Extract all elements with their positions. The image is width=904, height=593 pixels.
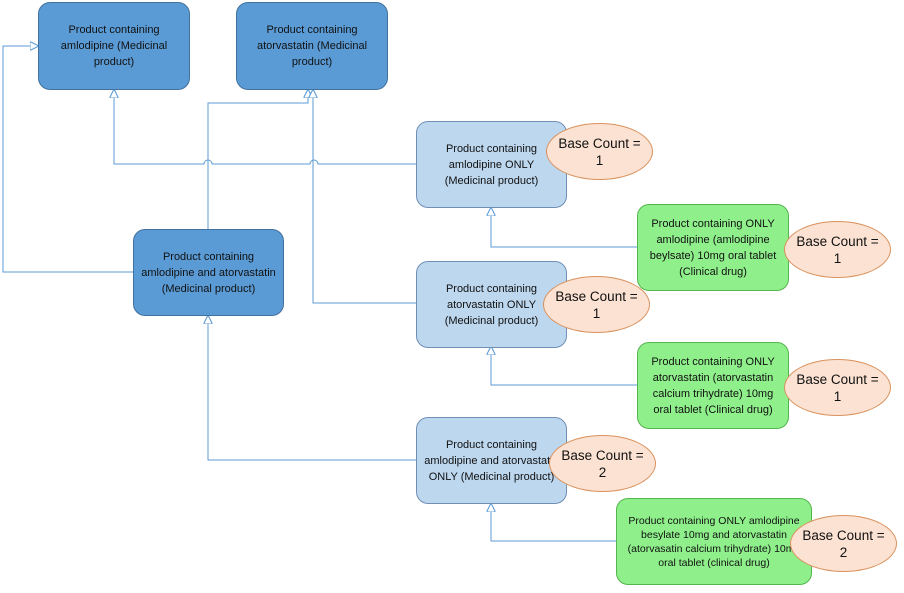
edge-combo-to-amlodipine — [2, 46, 133, 273]
edge-combo-to-atorvastatin — [207, 90, 308, 229]
edge-combo-only-to-combo — [208, 316, 416, 461]
edge-amlodipine-cd-to-only — [491, 208, 637, 248]
node-amlodipine-only: Product containing amlodipine ONLY (Medi… — [416, 121, 567, 208]
edge-combo-cd-to-only — [491, 504, 616, 542]
badge-amlodipine-only-count: Base Count = 1 — [546, 123, 653, 180]
node-amlodipine-atorvastatin-clinical-drug: Product containing ONLY amlodipine besyl… — [616, 498, 812, 585]
node-atorvastatin-medicinal-product: Product containing atorvastatin (Medicin… — [236, 2, 388, 90]
badge-amlodipine-clinical-drug-count: Base Count = 1 — [784, 221, 891, 278]
badge-atorvastatin-clinical-drug-count: Base Count = 1 — [784, 359, 891, 416]
edge-atorvastatin-cd-to-only — [491, 347, 637, 386]
edge-amlodipine-only-to-amlodipine — [114, 90, 416, 165]
edge-atorvastatin-only-to-atorvastatin — [313, 90, 416, 304]
badge-amlodipine-atorvastatin-clinical-drug-count: Base Count = 2 — [790, 515, 897, 572]
node-amlodipine-medicinal-product: Product containing amlodipine (Medicinal… — [38, 2, 190, 90]
node-amlodipine-atorvastatin-only: Product containing amlodipine and atorva… — [416, 417, 567, 504]
node-amlodipine-atorvastatin-medicinal-product: Product containing amlodipine and atorva… — [133, 229, 284, 316]
badge-atorvastatin-only-count: Base Count = 1 — [543, 276, 650, 333]
node-atorvastatin-only: Product containing atorvastatin ONLY (Me… — [416, 261, 567, 348]
node-atorvastatin-clinical-drug: Product containing ONLY atorvastatin (at… — [637, 342, 789, 429]
badge-amlodipine-atorvastatin-only-count: Base Count = 2 — [549, 435, 656, 492]
node-amlodipine-clinical-drug: Product containing ONLY amlodipine (amlo… — [637, 204, 789, 291]
